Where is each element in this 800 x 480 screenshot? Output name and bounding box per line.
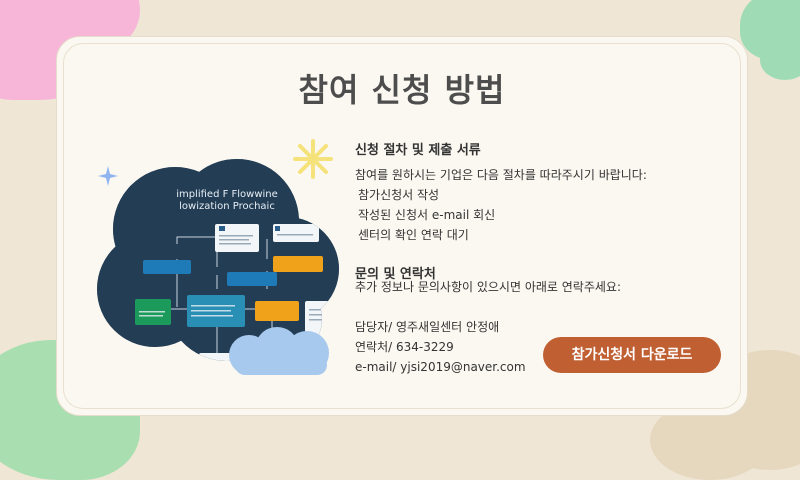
- illustration-title-1: implified F Flowwine: [176, 189, 278, 200]
- procedure-heading: 신청 절차 및 제출 서류: [355, 143, 481, 158]
- contact-person: 담당자/ 영주새일센터 안정애: [355, 320, 500, 334]
- inquiry-heading: 문의 및 연락처: [355, 267, 436, 282]
- procedure-intro: 참여를 원하시는 기업은 다음 절차를 따라주시기 바랍니다:: [355, 168, 647, 182]
- inquiry-intro: 추가 정보나 문의사항이 있으시면 아래로 연락주세요:: [355, 280, 621, 294]
- page-title: 참여 신청 방법: [298, 71, 506, 109]
- contact-phone: 연락처/ 634-3229: [355, 340, 454, 354]
- yellow-star-icon: [293, 139, 333, 179]
- contact-info: 담당자/ 영주새일센터 안정애 연락처/ 634-3229 e-mail/ yj…: [355, 317, 526, 377]
- mint-corner-blob-2: [760, 40, 800, 80]
- contact-email: e-mail/ yjsi2019@naver.com: [355, 360, 526, 374]
- illustration-title-2: lowization Prochaic: [179, 201, 275, 212]
- procedure-step: 작성된 신청서 e-mail 회신: [358, 208, 496, 222]
- download-application-button[interactable]: 참가신청서 다운로드: [543, 337, 721, 373]
- blue-cloud-decoration: [229, 327, 329, 375]
- blue-sparkle-icon: [98, 166, 118, 186]
- flowchart-illustration: implified F Flowwine lowization Prochaic: [97, 159, 339, 361]
- procedure-step: 참가신청서 작성: [358, 188, 440, 202]
- procedure-text: 참여를 원하시는 기업은 다음 절차를 따라주시기 바랍니다: 참가신청서 작성…: [355, 165, 647, 245]
- procedure-step: 센터의 확인 연락 대기: [358, 228, 469, 242]
- content-card: 참여 신청 방법 implified F Flowwine lowization…: [56, 36, 748, 416]
